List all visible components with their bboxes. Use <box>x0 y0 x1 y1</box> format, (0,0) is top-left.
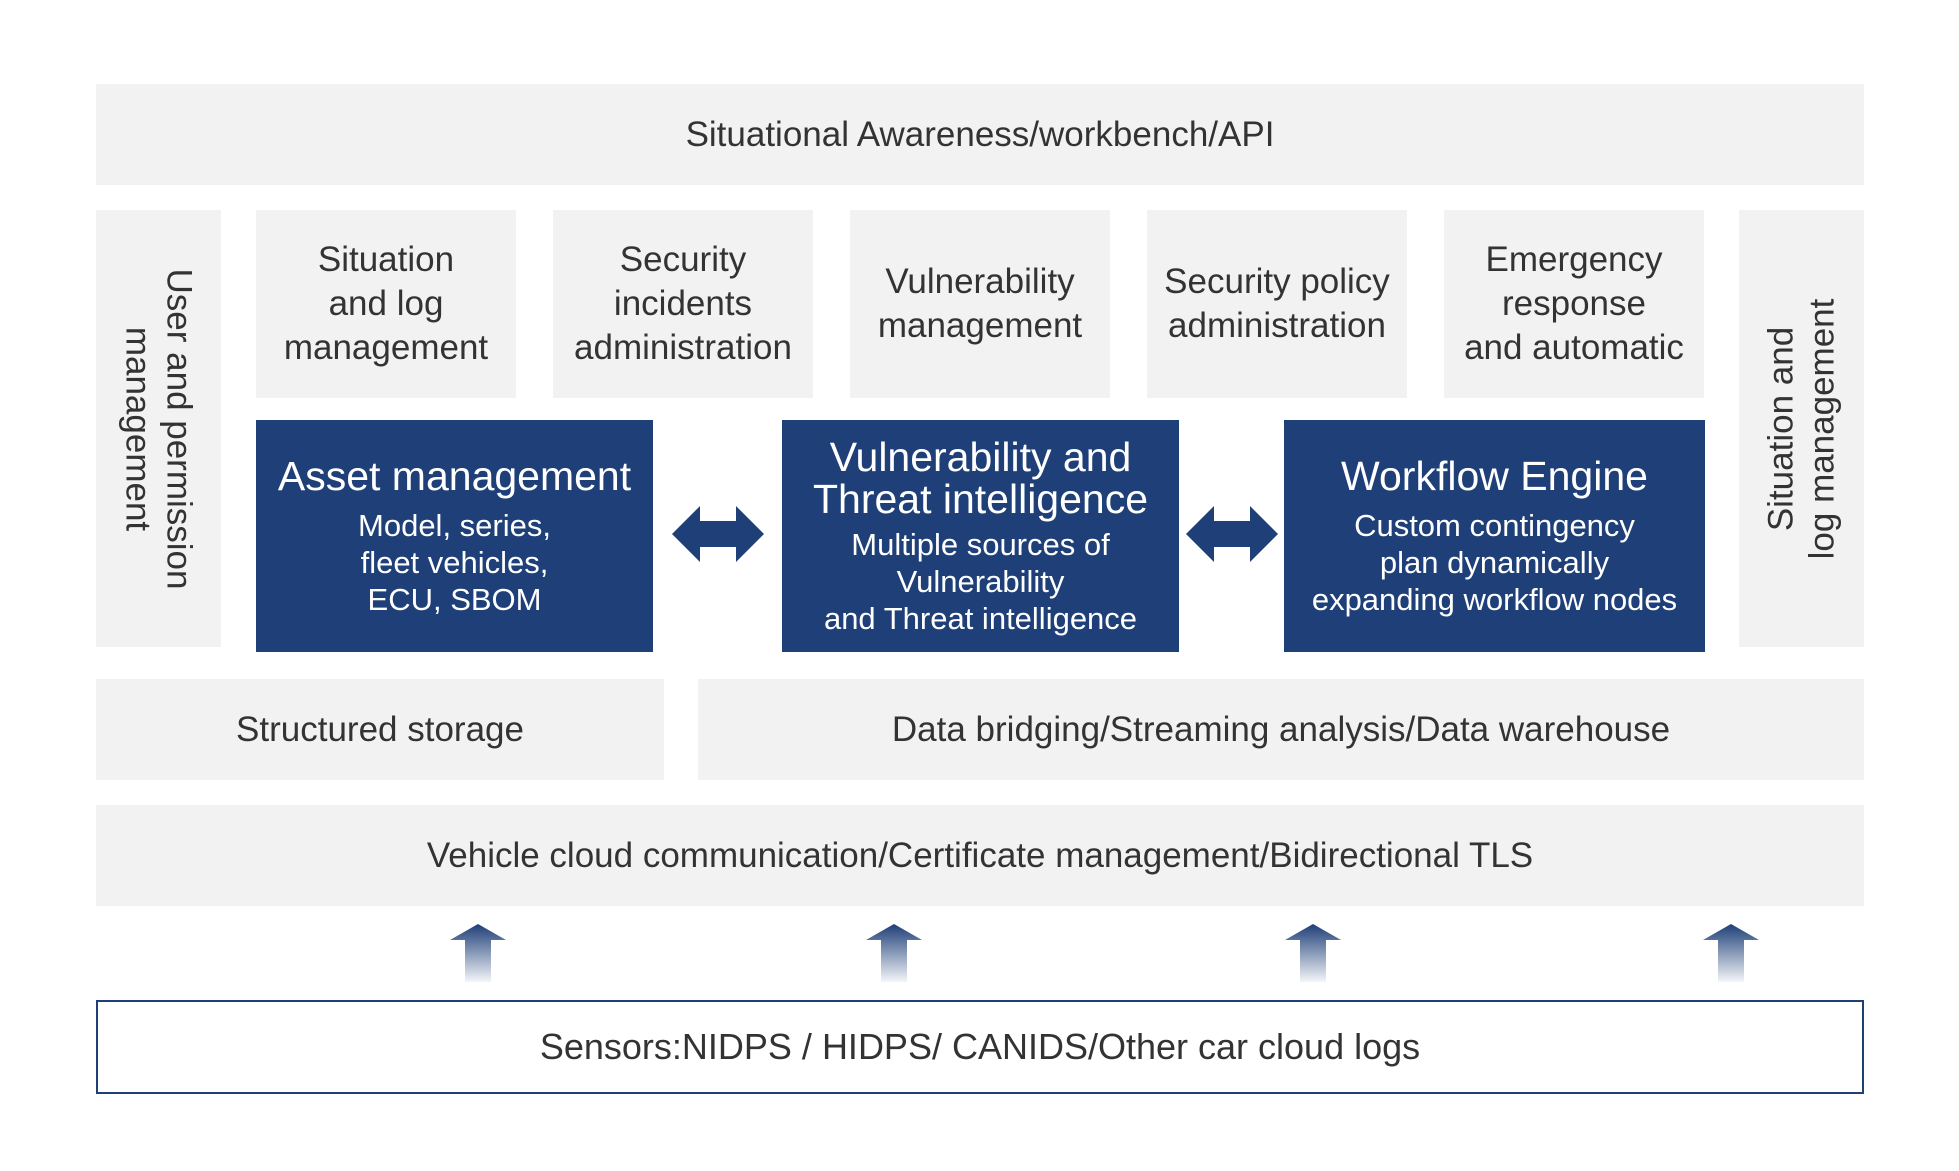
core-workflow-engine: Workflow Engine Custom contingency plan … <box>1284 420 1705 652</box>
up-arrow-icon <box>1285 924 1341 982</box>
core-asset-management: Asset management Model, series, fleet ve… <box>256 420 653 652</box>
communication-layer-label: Vehicle cloud communication/Certificate … <box>426 835 1534 875</box>
communication-layer-bar: Vehicle cloud communication/Certificate … <box>96 805 1864 906</box>
module-security-policy: Security policy administration <box>1147 210 1407 398</box>
sensors-label: Sensors:NIDPS / HIDPS/ CANIDS/Other car … <box>539 1026 1421 1067</box>
core-asset-title: Asset management <box>277 452 632 499</box>
top-layer-label: Situational Awareness/workbench/API <box>685 114 1275 154</box>
module-security-incidents: Security incidents administration <box>553 210 813 398</box>
double-arrow-icon <box>672 506 764 562</box>
situation-log-label: Situation and log management <box>1761 298 1842 559</box>
core-vulnerability-threat: Vulnerability and Threat intelligence Mu… <box>782 420 1179 652</box>
core-vuln-title: Vulnerability and Threat intelligence <box>812 433 1149 522</box>
structured-storage-bar: Structured storage <box>96 679 664 780</box>
up-arrow-icon <box>450 924 506 982</box>
module-vulnerability-management: Vulnerability management <box>850 210 1110 398</box>
core-workflow-description: Custom contingency plan dynamically expa… <box>1311 507 1678 617</box>
module-emergency-response: Emergency response and automatic <box>1444 210 1704 398</box>
module-situation-log: Situation and log management <box>256 210 516 398</box>
right-side-panel: Situation and log management <box>1739 210 1864 647</box>
user-permission-label: User and permission management <box>118 268 199 589</box>
structured-storage-label: Structured storage <box>236 709 524 749</box>
core-workflow-title: Workflow Engine <box>1341 452 1648 499</box>
top-layer-bar: Situational Awareness/workbench/API <box>96 84 1864 185</box>
up-arrow-icon <box>1703 924 1759 982</box>
up-arrow-icon <box>866 924 922 982</box>
sensors-bar: Sensors:NIDPS / HIDPS/ CANIDS/Other car … <box>96 1000 1864 1094</box>
core-asset-description: Model, series, fleet vehicles, ECU, SBOM <box>358 507 551 617</box>
double-arrow-icon <box>1186 506 1278 562</box>
data-layer-label: Data bridging/Streaming analysis/Data wa… <box>891 709 1671 749</box>
core-vuln-description: Multiple sources of Vulnerability and Th… <box>823 526 1138 636</box>
left-side-panel: User and permission management <box>96 210 221 647</box>
data-layer-bar: Data bridging/Streaming analysis/Data wa… <box>698 679 1864 780</box>
